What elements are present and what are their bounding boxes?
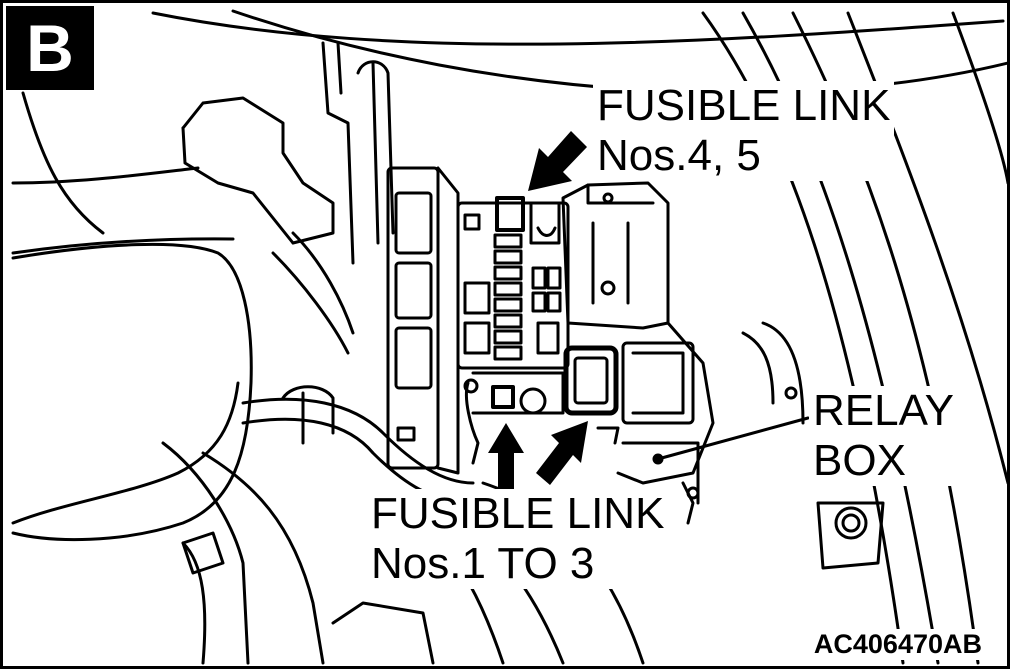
relay-box-leader-line (656, 416, 810, 461)
relay-box-label: RELAY BOX (809, 386, 959, 486)
fusible-link-4-5-label: FUSIBLE LINK Nos.4, 5 (593, 81, 895, 181)
relay-box-line2: BOX (813, 436, 906, 485)
relay-stack (386, 166, 460, 475)
arrow-to-fusible-link-2-3 (536, 421, 588, 485)
fusible-link-4-5-line2: Nos.4, 5 (597, 131, 761, 180)
section-badge: B (6, 6, 94, 90)
figure-code: AC406470AB (810, 629, 985, 660)
fuse-block (456, 196, 570, 370)
fusible-link-1-3-line2: Nos.1 TO 3 (371, 539, 595, 588)
fusible-link-4-5-line1: FUSIBLE LINK (597, 81, 891, 130)
left-housing (11, 242, 325, 665)
fusible-link-1-3-label: FUSIBLE LINK Nos.1 TO 3 (367, 489, 669, 589)
hose-assembly (181, 41, 395, 355)
background-body-lines (11, 9, 1007, 665)
fusible-link-1-3-line1: FUSIBLE LINK (371, 489, 665, 538)
engine-compartment-illustration (11, 9, 1007, 665)
arrow-to-fusible-link-4-5 (528, 131, 587, 191)
side-bracket (741, 321, 885, 570)
arrow-to-fusible-link-1 (488, 423, 524, 495)
relay-box-line1: RELAY (813, 386, 955, 435)
